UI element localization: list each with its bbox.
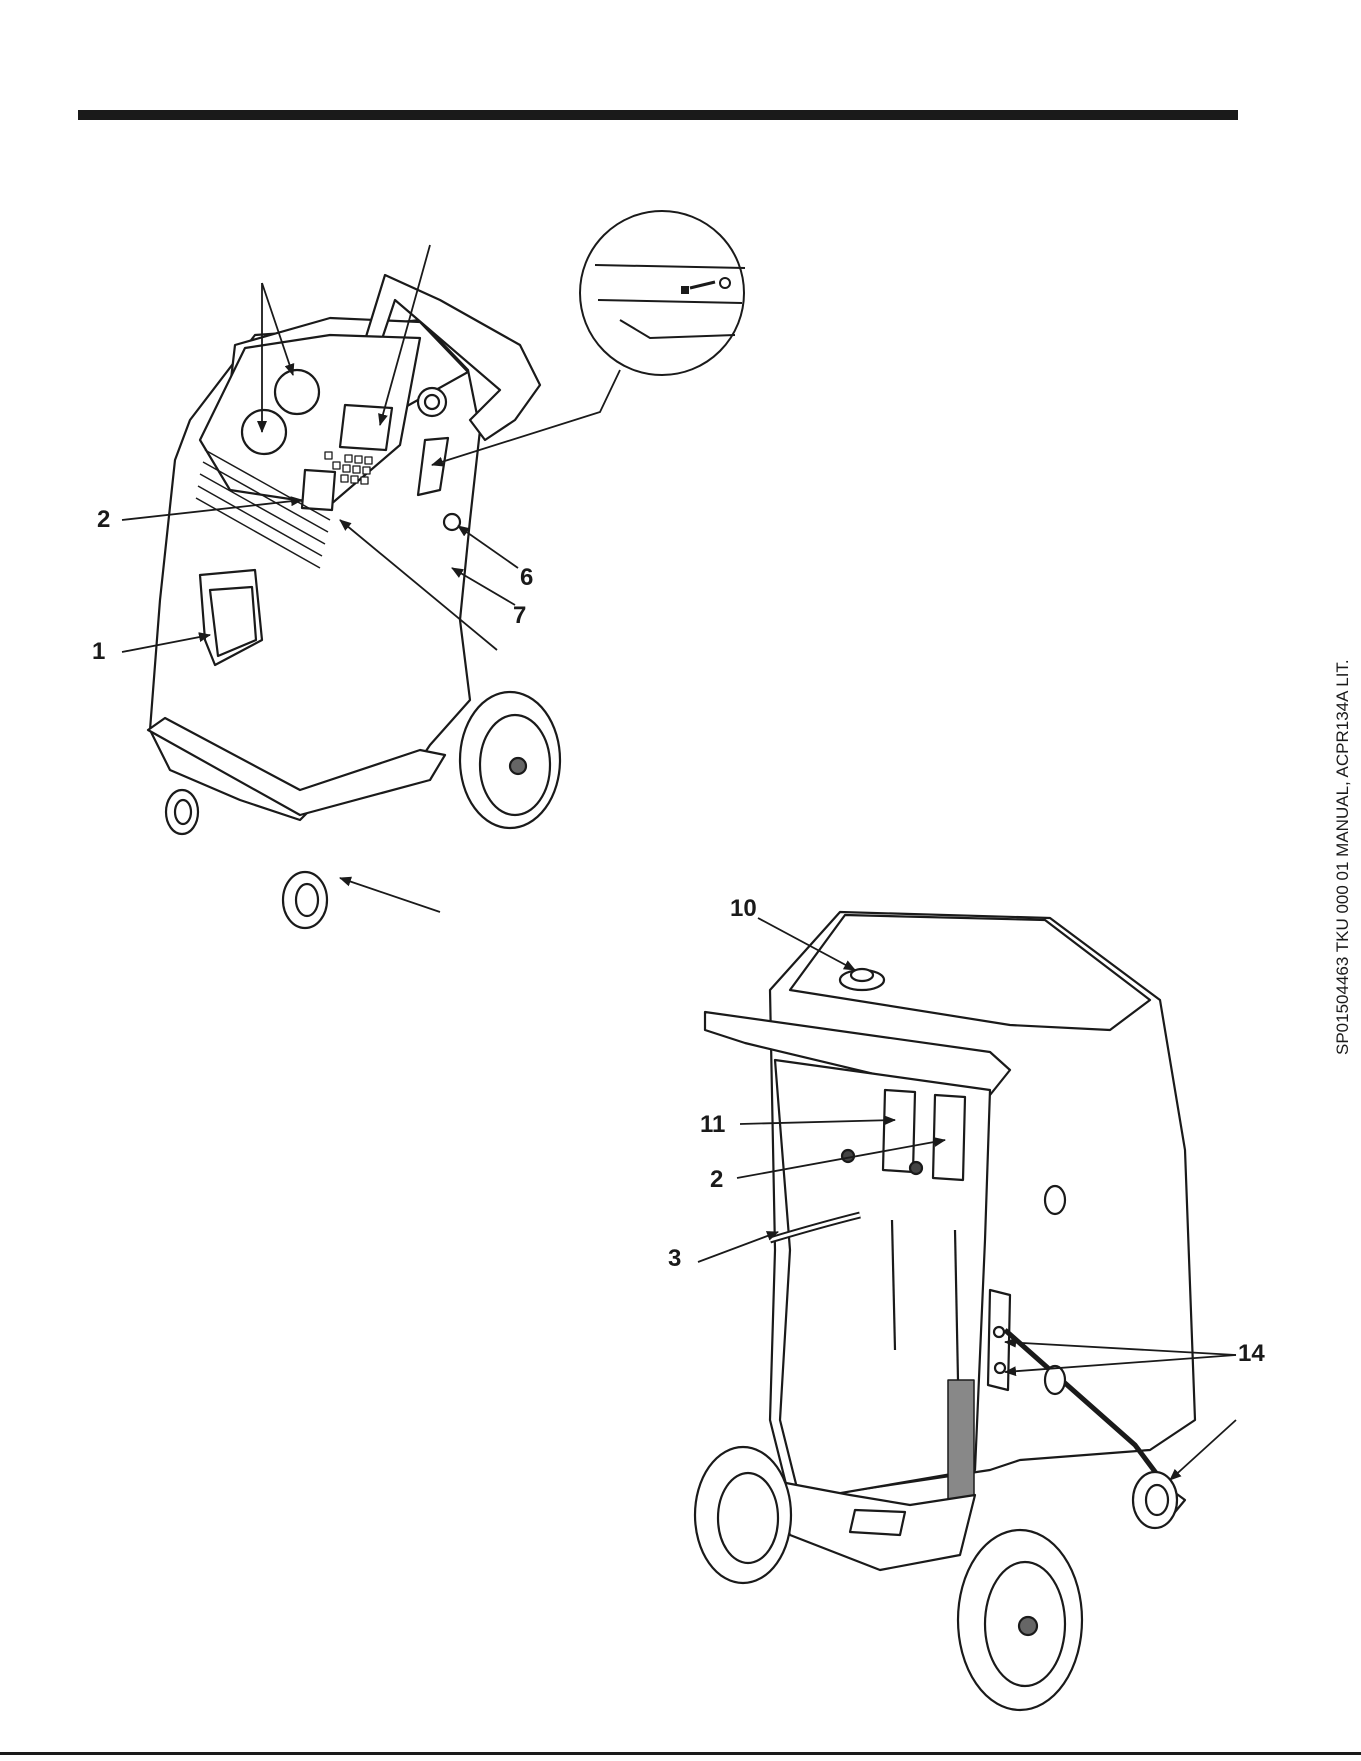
front-unit-illustration [148,275,560,928]
front-unit-side-fitting [444,514,460,530]
leader-rear-3 [698,1232,778,1262]
callout-front-6: 6 [520,566,533,590]
rear-unit-fitting-panel [988,1290,1010,1390]
front-unit-gauge-left [242,410,286,454]
document-reference-text: SP01504463 TKU 000 01 MANUAL, ACPR134A L… [1333,659,1353,1055]
front-unit-gauge-right [275,370,319,414]
callout-rear-2: 2 [710,1168,723,1192]
rear-unit-filter-right [933,1095,965,1180]
callout-front-1: 1 [92,640,105,664]
callout-rear-3: 3 [668,1247,681,1271]
detail-magnifier [580,211,745,375]
callout-rear-14: 14 [1238,1342,1265,1366]
leader-front-caster [340,878,440,912]
front-unit-caster-left [166,790,198,834]
front-unit-printer-cover [302,470,335,510]
callout-front-2: 2 [97,508,110,532]
callout-rear-11: 11 [700,1113,725,1137]
rear-unit-wheel-right [958,1530,1082,1710]
footer-rule [0,1752,1361,1755]
callout-rear-10: 10 [730,897,757,921]
rear-unit-wheel-left [695,1447,791,1583]
rear-unit-filter-left [883,1090,915,1172]
front-unit-large-wheel [460,692,560,828]
rear-unit-illustration [695,912,1195,1710]
front-unit-caster-front [283,872,327,928]
callout-front-7: 7 [513,604,526,628]
rear-unit-vent [948,1380,974,1500]
